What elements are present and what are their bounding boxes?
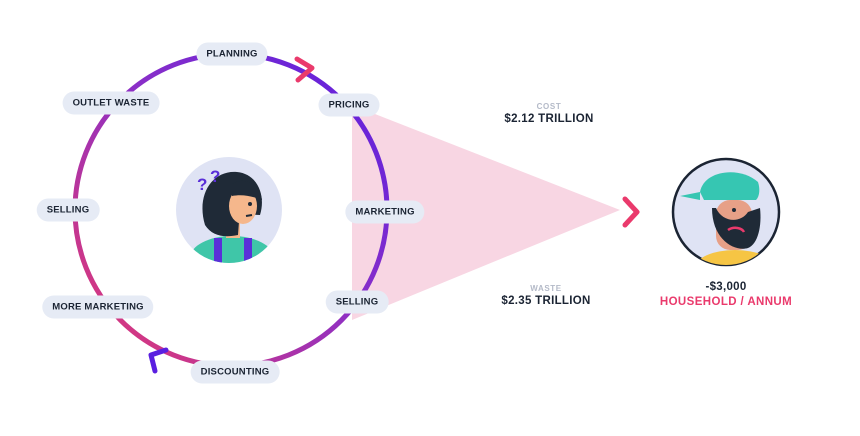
chevron-right-icon [294, 56, 315, 83]
cost-stat: COST $2.12 TRILLION [504, 102, 593, 125]
household-person-avatar [671, 157, 781, 267]
chevron-left-icon [148, 347, 169, 374]
stage-more-marketing: MORE MARKETING [42, 295, 154, 319]
cost-label: COST [536, 102, 562, 111]
waste-stat: WASTE $2.35 TRILLION [501, 284, 590, 307]
household-unit: HOUSEHOLD / ANNUM [659, 296, 793, 308]
stage-selling-left: SELLING [36, 198, 100, 222]
stage-outlet-waste: OUTLET WASTE [62, 91, 160, 115]
confused-shopper-avatar: ? ? [176, 157, 282, 263]
funnel-shape [352, 105, 620, 320]
svg-text:?: ? [197, 175, 207, 194]
svg-text:?: ? [210, 167, 220, 186]
waste-value: $2.35 TRILLION [501, 295, 591, 307]
waste-label: WASTE [530, 284, 562, 293]
stage-selling: SELLING [325, 290, 389, 314]
household-amount: -$3,000 [705, 281, 747, 293]
cost-value: $2.12 TRILLION [504, 113, 594, 125]
stage-planning: PLANNING [196, 42, 268, 66]
chevron-right-icon [622, 196, 640, 228]
stage-marketing: MARKETING [345, 200, 425, 224]
stage-pricing: PRICING [318, 93, 380, 117]
household-cost: -$3,000 HOUSEHOLD / ANNUM [660, 281, 792, 308]
stage-discounting: DISCOUNTING [190, 360, 280, 384]
